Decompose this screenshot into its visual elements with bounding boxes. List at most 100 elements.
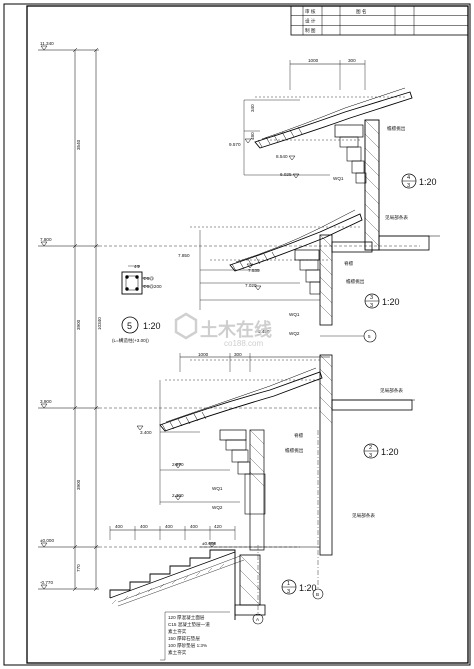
dim-total-770: 770 [76,564,81,572]
mid-wq2-label: WQ2 [289,331,300,336]
level-marker-minus770: -0.770 [38,580,72,590]
axis-a-label: A [256,617,260,622]
top-vdim-480: 480 [250,132,255,140]
stair-level: ±0.000 [202,541,216,546]
lower-wq2-label: WQ2 [212,505,223,510]
detail-5-stirrup-label: Φ6@ [143,276,154,281]
stair-dim-4: 400 [190,524,198,529]
level-marker-7800: 7.800 [38,237,72,247]
lower-note-see-table-top: 见局部条表 [380,387,403,394]
mid-roof-detail [190,209,377,343]
mid-level-6450: 6.450 [258,329,270,334]
mid-axis-5: 5 [368,334,371,339]
overall-dimension-chain [72,47,99,592]
detail-5-rebar-label: 4Φ [134,264,141,269]
detail-5-section [121,265,150,334]
svg-text:11.340: 11.340 [40,41,54,46]
svg-text:±0.000: ±0.000 [40,538,54,543]
stair-dim-2: 400 [140,524,148,529]
detail-5-note: (L=構造柱(+3.00)) [112,337,149,344]
stair-note-2: C15 混凝土垫层一道 [168,621,210,628]
lower-roof-detail [136,353,415,556]
top-level-8540: 8.540 [276,154,288,159]
dim-total-3540: 3540 [76,139,81,150]
mid-detail-scale: 1:20 [382,297,400,307]
top-level-6025: 6.025 [280,172,292,177]
lower-level-2300: 2.300 [172,493,184,498]
svg-text:3: 3 [407,183,410,189]
svg-text:7.800: 7.800 [40,237,52,242]
stair-layer-notes: 120 厚混凝土面层 C15 混凝土垫层一道 素土夯实 150 厚碎石垫层 10… [168,614,210,656]
stair-section [109,430,324,661]
lower-detail-scale: 1:20 [381,447,399,457]
lower-note-eave: 檐檩挑出 [285,447,304,454]
mid-level-7535: 7.535 [248,268,260,273]
base-detail-callout: 1 3 1:20 [281,579,317,595]
detail-5-stirrup-spacing: Φ6@200 [143,284,162,289]
stair-note-5: 100 厚砂垫层 1:3% [168,642,207,649]
mid-note-ridge: 脊檩 [344,260,354,267]
stair-note-4: 150 厚碎石垫层 [168,635,200,642]
top-wq1-label: WQ1 [333,176,344,181]
stair-note-3: 素土夯实 [168,628,187,635]
top-dim-300: 300 [348,58,356,63]
svg-text:1: 1 [287,581,290,587]
stair-note-6: 素土夯实 [168,649,187,656]
lower-detail-callout: 2 3 1:20 [363,443,399,459]
base-detail-scale: 1:20 [299,583,317,593]
top-level-9570: 9.570 [229,142,241,147]
top-roof-detail [243,60,440,251]
top-note-see-table: 见局部条表 [385,214,408,221]
lower-level-3400: 3.400 [140,430,152,435]
top-detail-scale: 1:20 [419,177,437,187]
title-block-review: 审 核 [305,8,316,15]
title-block-drawing-name: 图 名 [356,8,366,15]
top-vdim-340: 340 [250,104,255,112]
detail-5-number: 5 [127,321,132,331]
stair-dim-3: 400 [165,524,173,529]
level-extension-lines [99,245,420,548]
detail-5-scale: 1:20 [143,321,161,331]
lower-note-see-table-bottom: 见局部条表 [352,512,375,519]
dim-total-3900-a: 3900 [76,319,81,330]
stair-dim-1: 400 [115,524,123,529]
svg-text:-0.770: -0.770 [40,580,53,585]
mid-note-eave: 檐檩挑出 [346,278,365,285]
top-detail-callout: 4 3 1:20 [401,173,437,189]
lower-dim-300: 300 [234,352,242,357]
top-note-eave: 檐檩挑出 [387,125,406,132]
sheet-border-outer [3,3,471,666]
watermark-text: 土木在线 [200,319,272,340]
lower-level-2870: 2.870 [172,462,184,467]
sheet-border-inner [26,5,469,664]
svg-text:3.900: 3.900 [40,399,52,404]
svg-text:3: 3 [370,303,373,309]
watermark-url: co188.com [224,339,263,348]
title-block: 审 核 图 名 设 计 制 图 [290,5,469,36]
svg-text:2: 2 [369,445,372,451]
title-block-draft: 制 图 [305,27,316,34]
svg-text:3: 3 [369,453,372,459]
stair-note-1: 120 厚混凝土面层 [168,614,205,621]
svg-text:3: 3 [287,589,290,595]
level-marker-11340: 11.340 [38,41,72,51]
svg-text:3: 3 [370,295,373,301]
title-block-design: 设 计 [305,18,316,25]
stair-dim-5: 420 [214,524,222,529]
top-dim-1000: 1000 [308,58,319,63]
dim-overall-total: 10340 [97,317,102,330]
dim-total-3900-b: 3900 [76,479,81,490]
lower-dim-1000: 1000 [198,352,209,357]
axis-b-label: B [316,592,319,597]
watermark-logo: 土木在线 co188.com [174,312,272,348]
level-marker-3900: 3.900 [38,399,72,409]
svg-text:4: 4 [407,175,410,181]
mid-level-7850: 7.850 [178,253,190,258]
mid-wq1-label: WQ1 [289,312,300,317]
lower-wq1-label: WQ1 [212,486,223,491]
level-marker-0000: ±0.000 [38,538,72,548]
mid-detail-callout: 3 3 1:20 [364,293,400,309]
mid-level-7020: 7.020 [245,283,257,288]
lower-note-ridge: 脊檩 [294,432,304,439]
